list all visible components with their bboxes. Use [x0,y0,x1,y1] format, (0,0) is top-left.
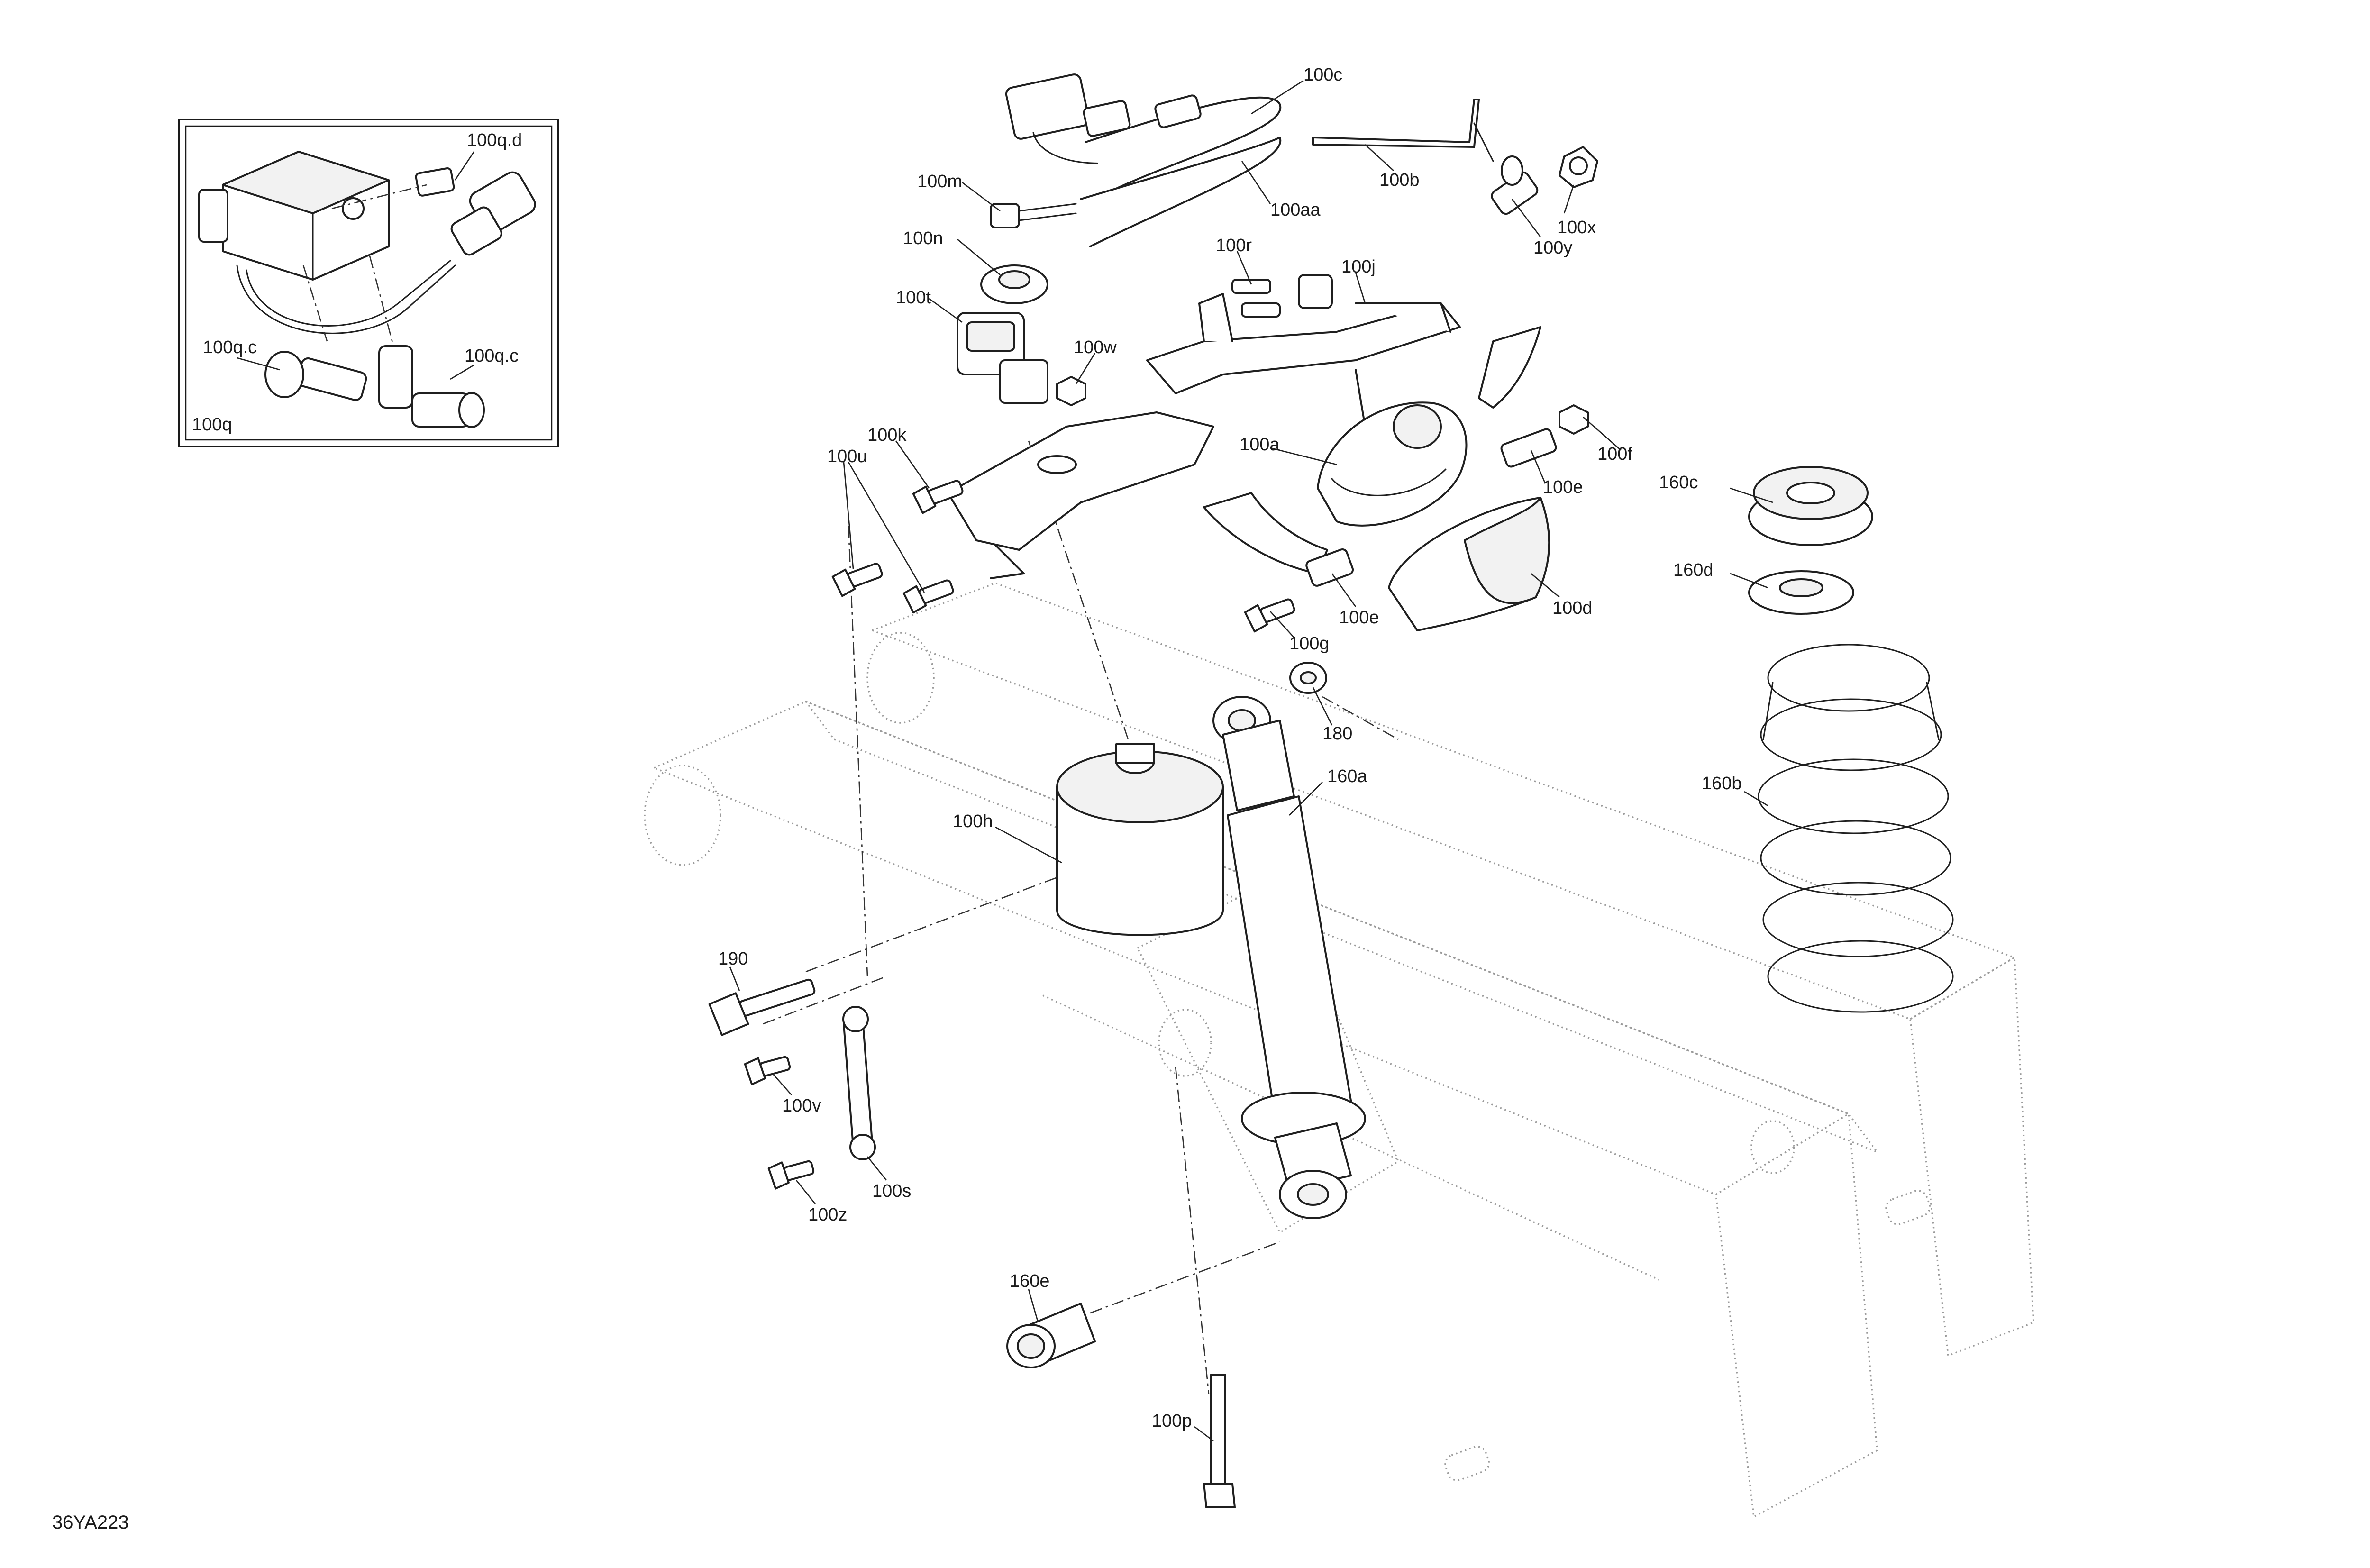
callout-100f: 100f [1597,444,1632,464]
bushing-100g-icon [1289,662,1327,694]
callout-100aa: 100aa [1270,200,1321,220]
callout-100t: 100t [896,288,931,308]
callout-100u: 100u [827,447,867,466]
callout-100j: 100j [1341,257,1376,277]
air-cylinder-100h-icon [1056,743,1224,936]
elbow-100m-icon [990,203,1077,228]
air-tube-100b-icon [1312,99,1494,162]
fitting-100y-icon [1491,155,1539,215]
callout-100z: 100z [808,1205,847,1225]
bolt-100z-icon [767,1160,815,1190]
bolts-100k-100u-icon [831,480,964,614]
nut-100w-icon [1056,376,1086,406]
callout-100q-c-left: 100q.c [203,337,257,357]
shock-absorber-160a-icon [1212,696,1366,1219]
callout-160e: 160e [1010,1271,1050,1291]
callout-100e-lower: 100e [1339,608,1379,628]
coil-spring-160b-icon [1758,644,1954,1013]
bolt-100p-icon [1203,1374,1236,1508]
callout-100q: 100q [192,415,232,435]
clamp-100e-lower-icon [1244,548,1354,633]
callout-100h: 100h [953,811,993,831]
callout-100b: 100b [1379,170,1420,190]
elbow-fitting-left-icon [264,351,367,401]
bolt-100v-icon [744,1056,791,1085]
clamp-100e-upper-icon [1500,428,1557,468]
callout-100w: 100w [1074,337,1117,357]
spring-pad-160d-icon [1748,570,1854,615]
frame-ghost [644,582,2034,1518]
sensor-100t-icon [957,312,1048,404]
link-100s-icon [842,1006,876,1160]
callout-labels: 100c 100b 100aa 100x 100y 100m 100n 100r… [718,65,1742,1431]
callout-160b: 160b [1702,774,1742,793]
callout-160d: 160d [1673,560,1714,580]
callout-160c: 160c [1659,473,1698,492]
cover-100d-icon [1388,497,1550,631]
nut-100f-icon [1559,404,1589,435]
elbow-fitting-right-icon [378,345,485,428]
screws-100r-icon [1231,274,1333,318]
callout-100q-c-right: 100q.c [465,346,519,366]
callout-100s: 100s [872,1181,911,1201]
bushing-160e-icon [1006,1303,1096,1368]
figure-id: 36YA223 [52,1512,129,1533]
fitting-100x-icon [1559,146,1598,188]
bracket-lower-icon [947,411,1214,579]
solenoid-valve-icon [198,151,536,346]
leader-lines [729,80,1773,1442]
callout-100m: 100m [917,172,962,191]
callout-100k: 100k [867,425,907,445]
callout-160a: 160a [1327,766,1367,786]
callout-100n: 100n [903,228,943,248]
callout-100q-d: 100q.d [467,130,522,150]
spring-seat-160c-icon [1748,466,1873,546]
callout-100c: 100c [1304,65,1342,85]
callout-100d: 100d [1552,598,1593,618]
callout-100a: 100a [1240,435,1280,455]
callout-180: 180 [1322,724,1352,744]
valve-harness-100c-icon [1005,73,1282,247]
inset-box: 100q.d 100q.c 100q.c 100q [178,119,559,447]
callout-100v: 100v [782,1096,821,1116]
callout-100r: 100r [1216,236,1252,255]
bolt-190-icon [708,978,816,1036]
callout-100x: 100x [1557,218,1596,237]
callout-100y: 100y [1533,238,1572,258]
grommet-100n-icon [980,264,1048,304]
callout-100g: 100g [1289,634,1330,654]
callout-100p: 100p [1152,1411,1192,1431]
callout-190: 190 [718,949,748,969]
callout-100e-upper: 100e [1543,477,1583,497]
